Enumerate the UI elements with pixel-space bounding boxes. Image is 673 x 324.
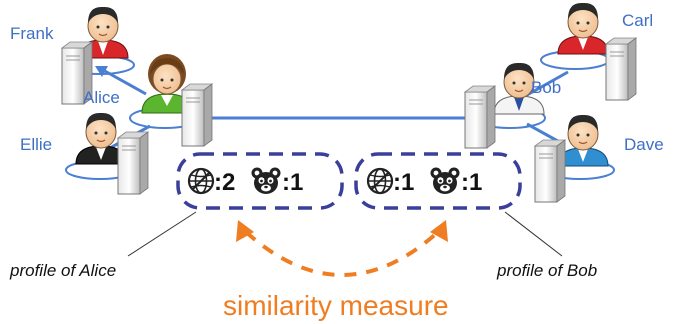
label-frank: Frank (10, 24, 54, 43)
link-bob-carl (526, 70, 569, 97)
bob-globe-count: :1 (393, 169, 414, 196)
alice-globe-count: :2 (214, 169, 235, 196)
globe-icon (187, 167, 215, 195)
caption-profile-alice: profile of Alice (9, 261, 116, 280)
frank-head (87, 6, 119, 43)
user-alice (141, 54, 213, 147)
user-dave (534, 114, 609, 203)
profile-box-alice: :2 :1 (176, 152, 344, 210)
carl-head (567, 2, 599, 39)
carl-server-icon (605, 37, 637, 101)
ellie-head (85, 112, 117, 149)
alice-profile-pointer (127, 211, 197, 257)
bob-profile-pointer (504, 211, 563, 257)
label-carl: Carl (622, 11, 653, 30)
dave-head (567, 114, 599, 151)
bob-bear-count: :1 (461, 169, 482, 196)
profile-box-bob: :1 :1 (354, 152, 522, 210)
user-ellie (75, 112, 149, 195)
label-dave: Dave (624, 135, 664, 154)
alice-server-icon (181, 83, 213, 147)
label-bob: Bob (531, 78, 561, 97)
label-ellie: Ellie (20, 135, 52, 154)
similarity-arrowhead-left (236, 220, 254, 242)
alice-bear-count: :1 (282, 169, 303, 196)
globe-icon (366, 167, 394, 195)
user-frank (61, 6, 129, 105)
similarity-measure-label: similarity measure (223, 290, 449, 321)
bob-server-icon (464, 85, 496, 149)
similarity-arrow (236, 220, 448, 277)
caption-profile-bob: profile of Bob (496, 261, 597, 280)
link-arrowhead-frank (95, 66, 108, 77)
user-carl (557, 2, 637, 101)
bob-head (503, 62, 535, 99)
user-bob (464, 62, 545, 149)
bear-icon (251, 167, 281, 194)
bear-icon (430, 167, 460, 194)
dave-server-icon (534, 139, 566, 203)
similarity-arrowhead-right (430, 220, 448, 242)
label-alice: Alice (83, 88, 120, 107)
ellie-server-icon (117, 131, 149, 195)
